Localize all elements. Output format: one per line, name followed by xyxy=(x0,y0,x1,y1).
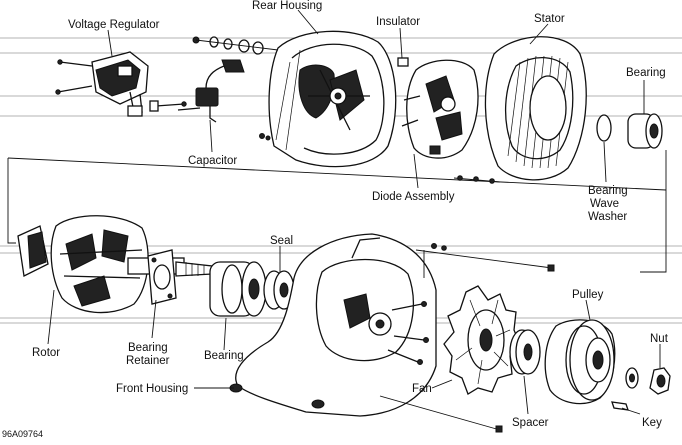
label-rear-housing: Rear Housing xyxy=(252,0,322,12)
label-key: Key xyxy=(642,417,662,429)
rear-housing-part xyxy=(192,30,397,168)
label-spacer: Spacer xyxy=(512,417,549,429)
label-front-housing: Front Housing xyxy=(116,383,188,395)
label-bearing-top: Bearing xyxy=(626,67,666,79)
pulley-part xyxy=(544,319,616,405)
rotor-part xyxy=(17,215,213,314)
label-seal: Seal xyxy=(270,235,293,247)
label-fan: Fan xyxy=(412,383,432,395)
label-bearing-wave-washer-1: Bearing xyxy=(588,185,628,197)
label-pulley: Pulley xyxy=(572,289,604,301)
front-housing-part xyxy=(229,233,555,433)
leader-lines xyxy=(47,9,661,415)
figure-code: 96A09764 xyxy=(2,429,43,439)
label-bearing-retainer-1: Bearing xyxy=(128,342,168,354)
capacitor-part xyxy=(177,59,245,123)
spacer-part xyxy=(509,329,541,375)
part-labels: Voltage Regulator Rear Housing Insulator… xyxy=(2,0,669,439)
label-capacitor: Capacitor xyxy=(188,155,237,167)
nut-key-part xyxy=(611,367,671,411)
stator-part xyxy=(484,36,587,181)
label-rotor: Rotor xyxy=(32,347,60,359)
label-bearing-retainer-2: Retainer xyxy=(126,355,170,367)
label-nut: Nut xyxy=(650,333,669,345)
bearing-bottom-part xyxy=(209,261,267,317)
diode-assembly-part xyxy=(397,57,501,184)
fan-part xyxy=(443,285,521,395)
bearing-retainer-part xyxy=(147,249,177,305)
label-stator: Stator xyxy=(534,13,565,25)
label-bearing-wave-washer-2: Wave xyxy=(590,198,619,210)
label-bearing-bottom: Bearing xyxy=(204,350,244,362)
label-diode-assembly: Diode Assembly xyxy=(372,191,455,203)
assembly-axis xyxy=(7,150,667,273)
wave-washer-bearing-part xyxy=(596,113,663,149)
voltage-regulator-part xyxy=(55,51,187,117)
label-voltage-regulator: Voltage Regulator xyxy=(68,19,160,31)
label-insulator: Insulator xyxy=(376,16,420,28)
label-bearing-wave-washer-3: Washer xyxy=(588,211,627,223)
